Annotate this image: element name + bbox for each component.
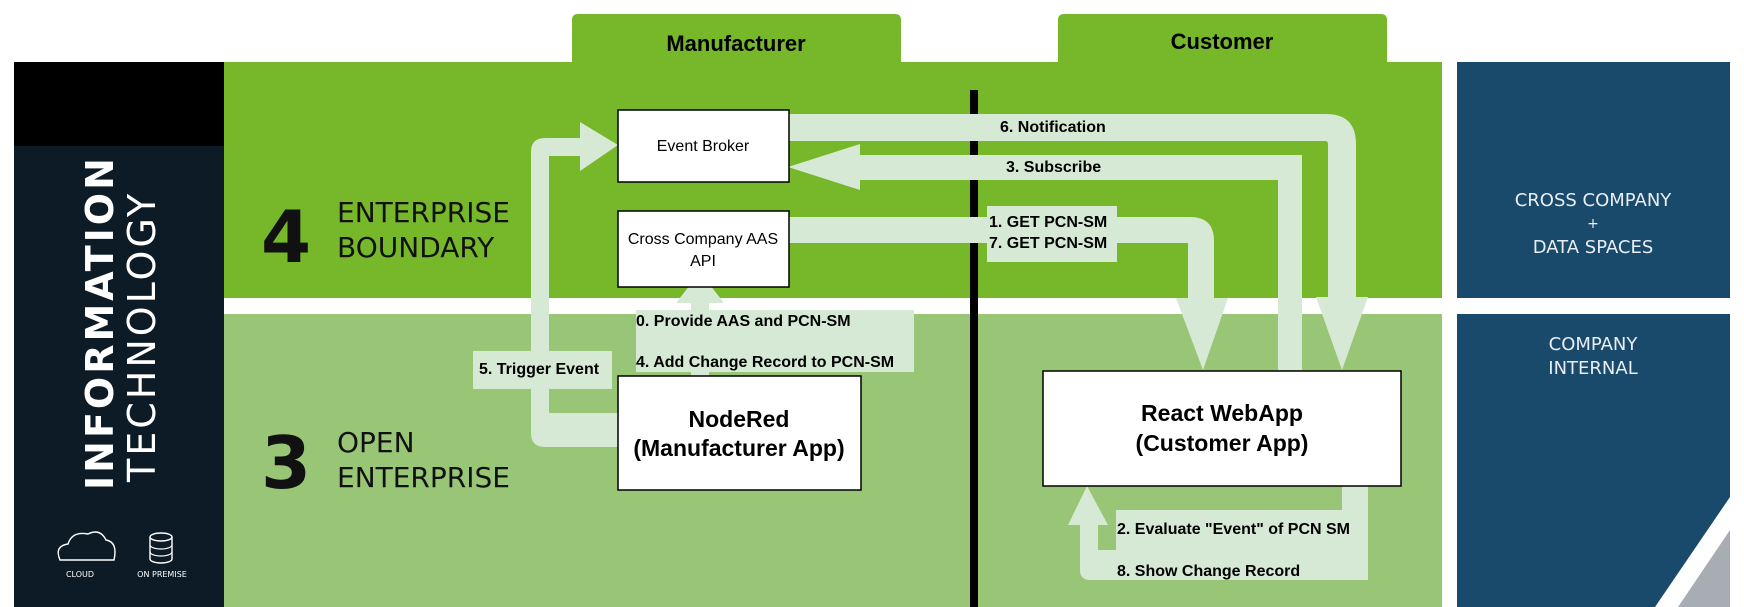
arrow-notification [788,114,1368,370]
level-4-line2: BOUNDARY [337,231,495,264]
nodered-label-line2: (Manufacturer App) [633,435,844,461]
cross-company-panel: CROSS COMPANY + DATA SPACES [1457,62,1730,298]
step-1-label: 1. GET PCN-SM [989,214,1107,231]
manufacturer-tab: Manufacturer [572,14,901,62]
sidebar-top-block [14,62,224,146]
panel-corner-grey [1678,530,1730,607]
nodered-label-line1: NodeRed [689,406,790,432]
step-8-label: 8. Show Change Record [1117,563,1300,580]
company-internal-line2: INTERNAL [1548,358,1637,379]
react-webapp-box: React WebApp (Customer App) [1042,370,1402,487]
step-7-label: 7. GET PCN-SM [989,235,1107,252]
level-4-number: 4 [261,195,311,279]
sidebar-body [14,146,224,607]
level-3-line2: ENTERPRISE [337,461,510,494]
event-broker-label: Event Broker [657,138,750,155]
label-bg-steps-2-8 [1116,510,1368,580]
customer-tab: Customer [1058,14,1387,62]
level-4-line1: ENTERPRISE [337,196,510,229]
company-internal-line1: COMPANY [1549,334,1639,355]
level-3-number: 3 [261,421,311,505]
information-technology-sidebar: INFORMATION TECHNOLOGY CLOUD ON PREMISE [14,62,224,607]
label-bg-step-5 [473,351,612,389]
cross-company-plus: + [1587,216,1599,232]
step-4-label: 4. Add Change Record to PCN-SM [636,354,894,371]
step-0-label: 0. Provide AAS and PCN-SM [636,313,851,330]
level-3-line1: OPEN [337,426,415,459]
arrow-get-pcn-sm [788,217,1228,370]
database-icon [149,532,173,564]
step-2-label: 2. Evaluate "Event" of PCN SM [1117,521,1350,538]
column-divider [970,90,978,607]
label-bg-steps-1-7 [987,206,1117,262]
cloud-label: CLOUD [66,570,94,579]
cloud-icon [57,531,116,561]
onpremise-label: ON PREMISE [137,570,187,579]
event-broker-box: Event Broker [617,109,790,183]
sidebar-title-line1: INFORMATION [78,155,122,490]
sidebar-title-line2: TECHNOLOGY [120,191,164,483]
step-5-label: 5. Trigger Event [479,361,600,378]
arrow-subscribe [788,144,1302,370]
aas-api-box: Cross Company AAS API [617,210,790,288]
manufacturer-header: Manufacturer [666,31,806,56]
aas-api-label-line1: Cross Company AAS [628,231,778,248]
company-internal-panel: COMPANY INTERNAL [1457,314,1730,607]
label-bg-steps-0-4 [636,310,914,372]
cross-company-line2: DATA SPACES [1533,237,1654,258]
nodered-box: NodeRed (Manufacturer App) [617,375,862,491]
cross-company-line1: CROSS COMPANY [1515,190,1673,211]
react-webapp-label-line2: (Customer App) [1136,430,1309,456]
react-webapp-label-line1: React WebApp [1141,400,1303,426]
arrow-trigger-event [531,122,618,447]
step-3-label: 3. Subscribe [1006,159,1101,176]
step-6-label: 6. Notification [1000,119,1106,136]
aas-api-label-line2: API [690,253,716,270]
customer-header: Customer [1171,29,1274,54]
